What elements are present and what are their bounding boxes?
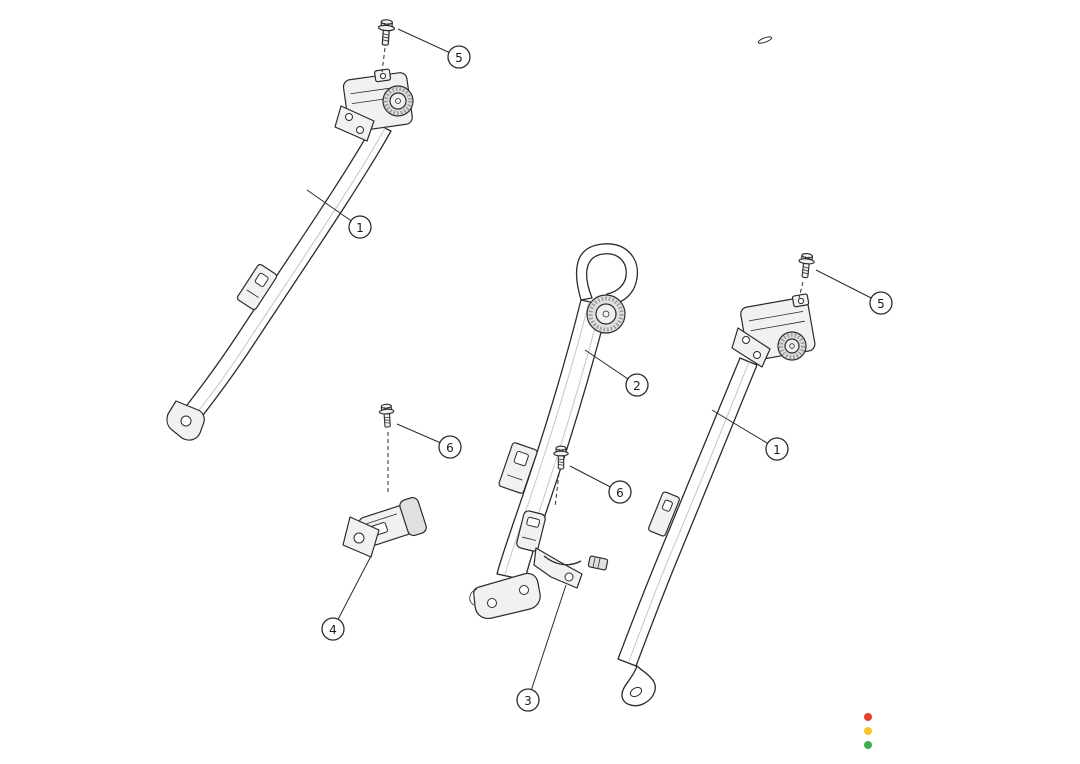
callout-4[interactable]: 4: [321, 617, 345, 641]
belt-webbing-shade: [195, 127, 386, 415]
belt-guide-plate: [648, 491, 680, 537]
belt-webbing-shade2: [533, 304, 602, 528]
belt-webbing: [617, 357, 758, 667]
buckle-assembly-left: [342, 403, 427, 558]
callout-number: 6: [446, 441, 454, 455]
retractor-bracket: [731, 327, 771, 368]
callout-circle[interactable]: [765, 437, 789, 461]
buckle-bracket: [533, 547, 583, 589]
retractor-reel: [382, 85, 414, 117]
callout-layer: 5 1 2 6 6 5 1 4 3: [306, 28, 893, 712]
seatbelt-assembly-left: [166, 18, 414, 441]
callout-circle[interactable]: [608, 480, 632, 504]
seatbelt-assembly-center: [469, 243, 639, 620]
latch-plate: [236, 263, 278, 311]
callout-number: 2: [633, 379, 641, 393]
retractor-mount-tab: [791, 293, 810, 308]
retractor-reel: [586, 294, 626, 334]
latch-plate: [498, 442, 538, 494]
callout-5[interactable]: 5: [869, 291, 893, 315]
retractor: [731, 293, 816, 368]
callout-3[interactable]: 3: [516, 688, 540, 712]
lower-anchor-loop: [621, 665, 656, 707]
callout-circle[interactable]: [438, 435, 462, 459]
mounting-bolt: [376, 18, 396, 47]
callout-2[interactable]: 2: [625, 373, 649, 397]
callout-number: 5: [455, 51, 463, 65]
status-indicator: [864, 713, 872, 749]
seatbelt-assembly-right: [617, 252, 816, 707]
mounting-bolt: [796, 252, 816, 279]
callout-leader-3: [527, 584, 567, 701]
green-dot: [864, 741, 872, 749]
red-dot: [864, 713, 872, 721]
belt-webbing: [183, 122, 392, 420]
callout-circle[interactable]: [447, 45, 471, 69]
callout-1[interactable]: 1: [348, 215, 372, 239]
buckle-with-wiring: [516, 510, 609, 589]
belt-webbing-shade: [628, 361, 750, 662]
callout-circle[interactable]: [348, 215, 372, 239]
belt-webbing-shade: [504, 301, 590, 576]
bolt-alignment-line: [554, 472, 560, 508]
yellow-dot: [864, 727, 872, 735]
callout-number: 5: [877, 297, 885, 311]
callout-leader-4: [332, 555, 372, 630]
wire-connector: [587, 555, 609, 571]
callout-6[interactable]: 6: [608, 480, 632, 504]
callout-5[interactable]: 5: [447, 45, 471, 69]
buckle-bracket: [342, 516, 380, 558]
callout-number: 1: [773, 443, 781, 457]
bolt-alignment-line: [798, 281, 804, 299]
buckle-wire: [543, 555, 582, 566]
callout-number: 4: [329, 623, 337, 637]
callout-circle[interactable]: [516, 688, 540, 712]
callout-leader-1: [711, 409, 778, 450]
retractor-bracket: [334, 105, 375, 142]
mounting-bolt: [378, 403, 396, 429]
callout-circle[interactable]: [625, 373, 649, 397]
retractor-reel: [777, 331, 807, 361]
callout-leader-5: [815, 269, 882, 304]
bolt-alignment-line: [381, 47, 386, 73]
lower-anchor: [166, 400, 205, 441]
callout-6[interactable]: 6: [438, 435, 462, 459]
callout-number: 3: [524, 694, 532, 708]
floor-bracket: [469, 572, 541, 620]
callout-1[interactable]: 1: [765, 437, 789, 461]
callout-number: 6: [616, 486, 624, 500]
retractor-mount-tab: [374, 68, 392, 83]
retractor: [334, 68, 414, 142]
callout-circle[interactable]: [869, 291, 893, 315]
callout-circle[interactable]: [321, 617, 345, 641]
callout-number: 1: [356, 221, 364, 235]
stray-mark: [757, 36, 773, 44]
